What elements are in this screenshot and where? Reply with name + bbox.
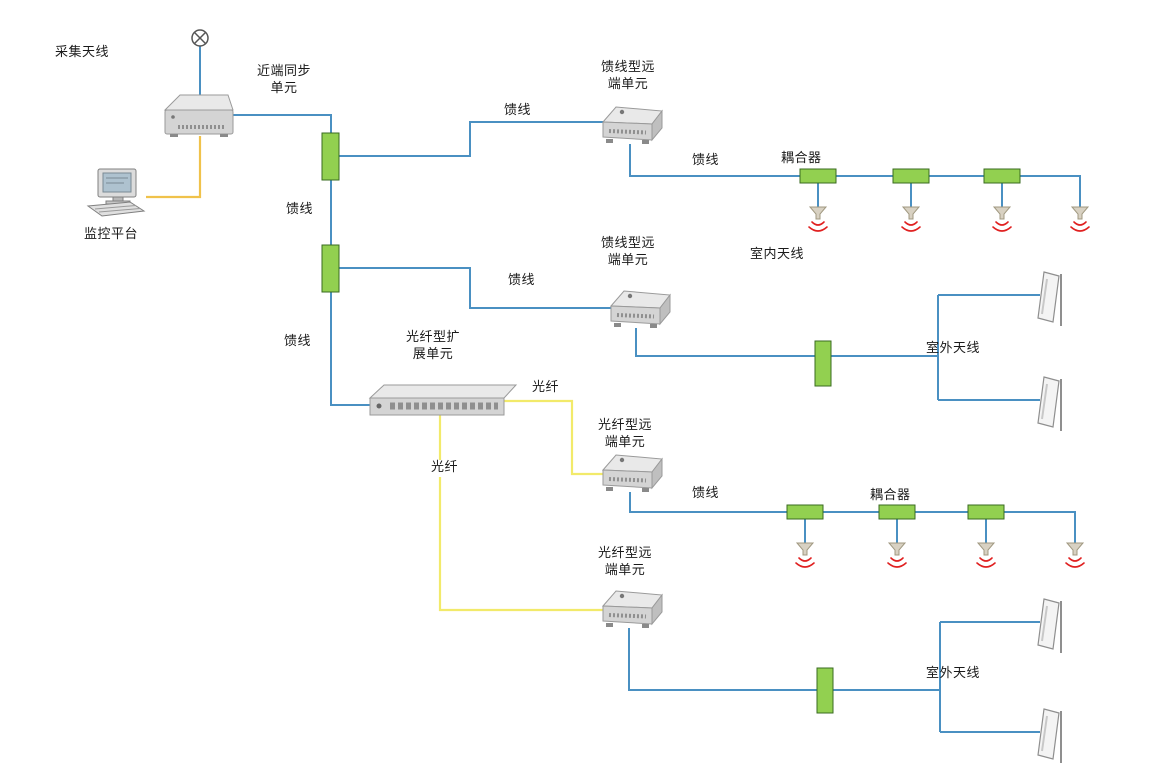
coupler-icon-row1-3 xyxy=(983,168,1021,184)
feeder-line-remote2-to-splitter3 xyxy=(635,328,815,357)
feeder-line-splitter3-to-outdoor-antennas xyxy=(831,294,1040,401)
outdoor-antenna-icon xyxy=(1037,376,1062,432)
fiber-label-2: 光纤 xyxy=(430,460,460,477)
feeder-line-remote1-to-coupler-row1 xyxy=(629,144,1081,207)
feeder-remote-unit-label-2: 馈线型远 端单元 xyxy=(600,236,655,268)
monitoring-platform-label: 监控平台 xyxy=(84,227,139,242)
feeder-label-4: 馈线 xyxy=(508,273,536,288)
indoor-antenna-icon xyxy=(795,542,815,568)
feeder-label-2: 馈线 xyxy=(692,153,720,168)
indoor-antenna-icon xyxy=(808,206,828,232)
coupler-row2-drop-lines xyxy=(804,519,987,543)
coupler-row1-drop-lines xyxy=(817,183,1003,207)
outdoor-antenna-icon xyxy=(1037,271,1062,327)
indoor-antenna-label: 室内天线 xyxy=(750,247,805,262)
feeder-line-fiberremote1-to-coupler-row2 xyxy=(629,492,1076,543)
feeder-line-splitter1-to-remote1 xyxy=(339,121,606,157)
coupler-label-1: 耦合器 xyxy=(781,151,822,166)
coupler-icon-row1-2 xyxy=(892,168,930,184)
fiber-remote-unit-label-1: 光纤型远 端单元 xyxy=(597,418,652,450)
coupler-icon-row2-2 xyxy=(878,504,916,520)
splitter-icon-1 xyxy=(321,132,340,181)
collection-antenna-label: 采集天线 xyxy=(55,45,110,60)
fiber-line-expansion-to-fiberremote2 xyxy=(438,415,603,612)
splitter-icon-4 xyxy=(816,667,834,714)
feeder-label-5: 馈线 xyxy=(284,334,312,349)
feeder-remote-unit-label-1: 馈线型远 端单元 xyxy=(600,60,655,92)
feeder-label-6: 馈线 xyxy=(692,486,720,501)
feeder-line-splitter2-to-remote2 xyxy=(339,267,612,309)
feeder-line-splitter4-to-outdoor-antennas xyxy=(833,621,1040,733)
feeder-line-splitter2-to-expansion xyxy=(330,292,370,406)
coupler-label-2: 耦合器 xyxy=(870,488,911,503)
outdoor-antenna-icon xyxy=(1037,708,1062,764)
feeder-line-nearend-to-splitter1 xyxy=(233,114,332,133)
fiber-remote-unit-label-2: 光纤型远 端单元 xyxy=(597,546,652,578)
monitor-link-line xyxy=(146,136,202,199)
indoor-antenna-icon xyxy=(901,206,921,232)
fiber-expansion-unit-label: 光纤型扩 展单元 xyxy=(405,330,460,362)
feeder-line-fiberremote2-to-splitter4 xyxy=(628,628,817,691)
indoor-antenna-icon xyxy=(1070,206,1090,232)
collection-antenna-icon xyxy=(191,29,209,47)
monitoring-platform-computer-icon xyxy=(86,168,146,217)
feeder-remote-unit-device-1 xyxy=(601,105,664,146)
feeder-remote-unit-device-2 xyxy=(609,289,672,330)
near-end-sync-unit-device xyxy=(163,94,234,137)
fiber-remote-unit-device-1 xyxy=(601,453,664,494)
fiber-label-1: 光纤 xyxy=(532,380,560,395)
outdoor-antenna-label-1: 室外天线 xyxy=(926,341,981,356)
feeder-label-1: 馈线 xyxy=(504,103,532,118)
splitter-icon-2 xyxy=(321,244,340,293)
fiber-remote-unit-device-2 xyxy=(601,589,664,630)
coupler-icon-row2-3 xyxy=(967,504,1005,520)
coupler-icon-row1-1 xyxy=(799,168,837,184)
indoor-antenna-icon xyxy=(1065,542,1085,568)
indoor-antenna-icon xyxy=(976,542,996,568)
indoor-antenna-icon xyxy=(887,542,907,568)
feeder-label-3: 馈线 xyxy=(286,202,314,217)
fiber-line-expansion-to-fiberremote1 xyxy=(504,399,603,476)
outdoor-antenna-icon xyxy=(1037,598,1062,654)
outdoor-antenna-label-2: 室外天线 xyxy=(926,666,981,681)
near-end-sync-unit-label: 近端同步 单元 xyxy=(256,64,311,96)
coupler-icon-row2-1 xyxy=(786,504,824,520)
splitter-icon-3 xyxy=(814,340,832,387)
fiber-expansion-unit-device xyxy=(368,384,518,416)
indoor-antenna-icon xyxy=(992,206,1012,232)
